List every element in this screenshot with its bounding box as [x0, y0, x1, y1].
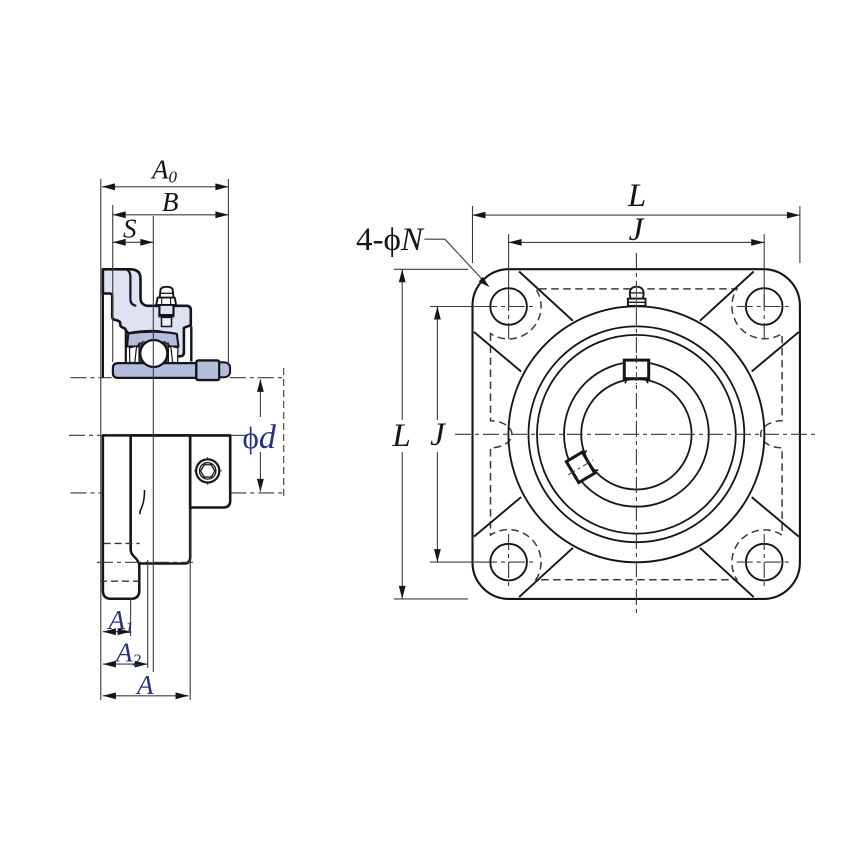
- svg-text:J: J: [430, 417, 446, 453]
- svg-text:L: L: [391, 418, 410, 454]
- svg-text:A: A: [135, 670, 154, 700]
- svg-text:J: J: [629, 212, 645, 248]
- svg-text:ϕd: ϕd: [243, 419, 277, 456]
- svg-text:S: S: [123, 214, 137, 244]
- svg-text:4-ϕN: 4-ϕN: [356, 222, 425, 258]
- svg-text:L: L: [627, 178, 646, 214]
- svg-text:B: B: [162, 187, 179, 217]
